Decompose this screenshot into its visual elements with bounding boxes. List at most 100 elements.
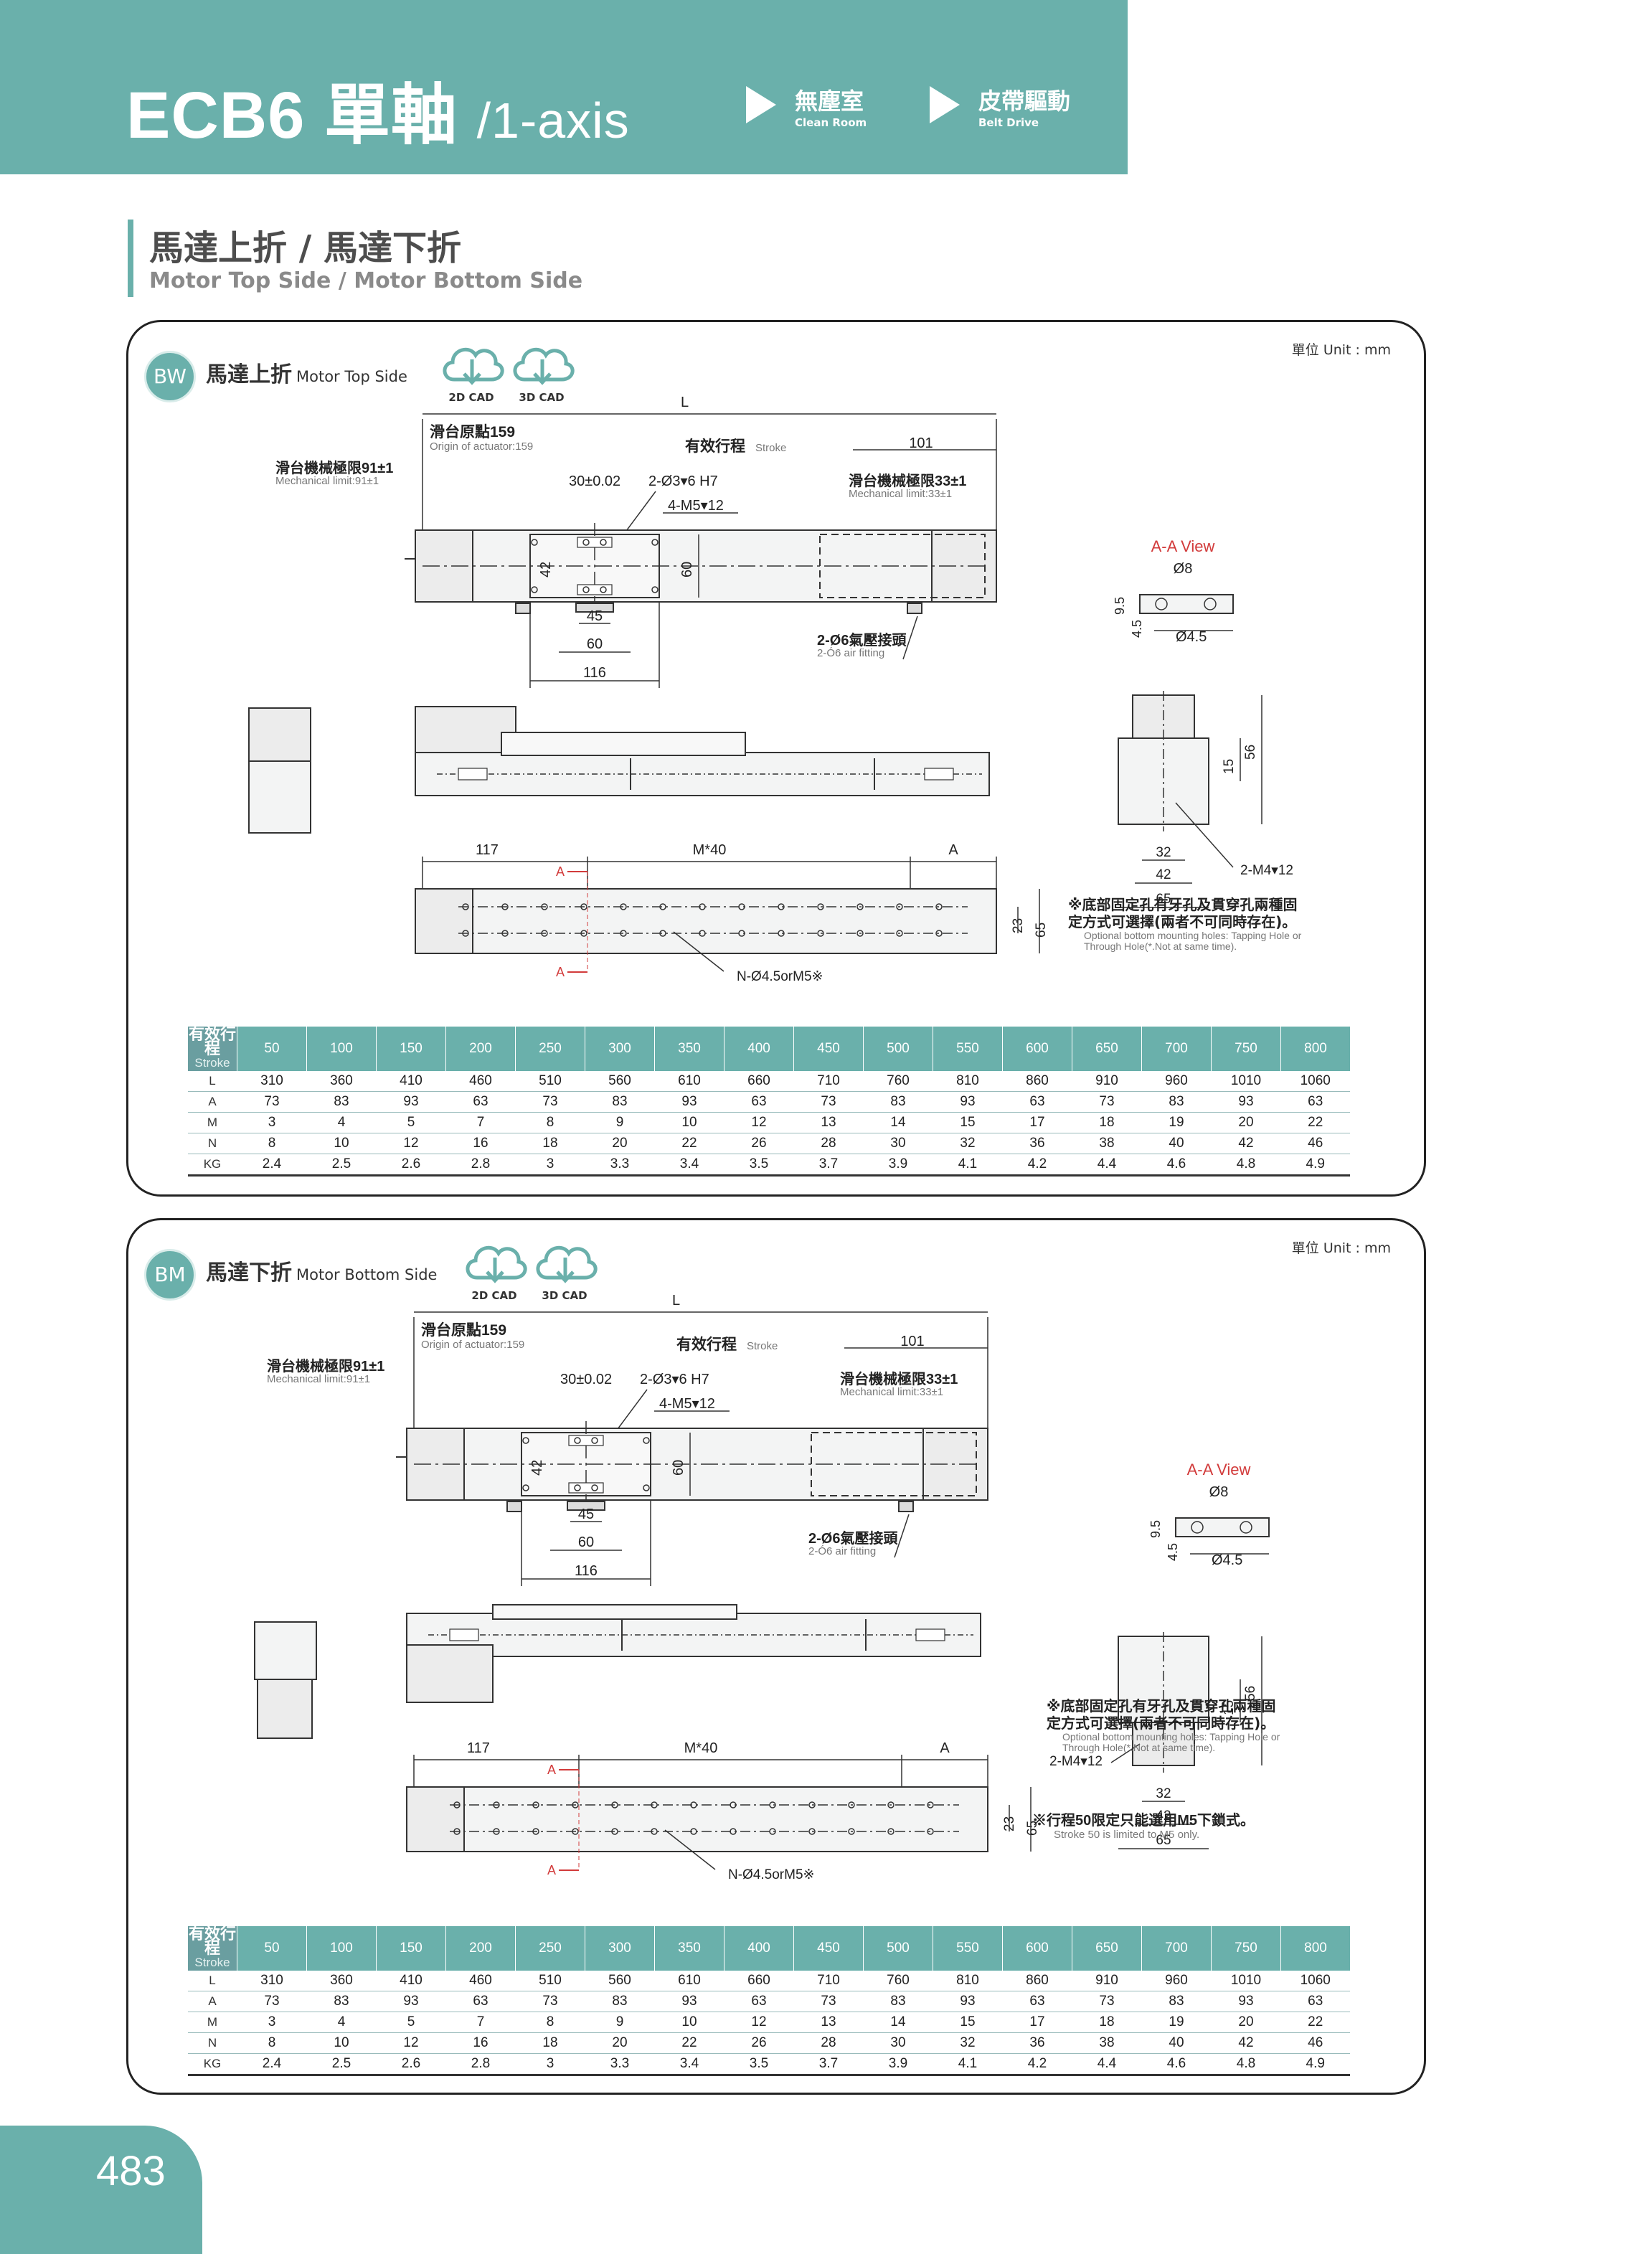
table-cell: 10 xyxy=(654,1112,724,1133)
stroke-column-header: 250 xyxy=(515,1027,585,1071)
dimension-label: 15 xyxy=(1222,759,1237,774)
table-cell: 93 xyxy=(654,1991,724,2012)
dimension-label: 2-Ó6 air fitting xyxy=(817,647,884,659)
table-cell: 4.4 xyxy=(1072,1154,1142,1176)
table-cell: 14 xyxy=(863,1112,933,1133)
table-cell: 2.6 xyxy=(376,1154,446,1176)
table-cell: 610 xyxy=(654,1071,724,1092)
mounting-hole xyxy=(531,539,538,546)
table-cell: 1010 xyxy=(1211,1971,1281,1991)
stroke-column-header: 750 xyxy=(1211,1027,1281,1071)
mounting-note-en: Optional bottom mounting holes: Tapping … xyxy=(1062,1731,1280,1753)
mounting-hole xyxy=(574,1484,581,1491)
mounting-hole xyxy=(730,1801,737,1809)
mounting-hole xyxy=(856,930,864,937)
mounting-hole xyxy=(690,1828,697,1835)
table-cell: 22 xyxy=(1280,1112,1350,1133)
table-cell: 4.2 xyxy=(1002,2053,1072,2076)
cad-download-3d[interactable]: 3D CAD xyxy=(509,336,575,405)
mounting-hole xyxy=(574,1437,581,1444)
row-label: N xyxy=(187,1133,237,1154)
dimension-label: 117 xyxy=(476,842,499,858)
table-cell: 63 xyxy=(445,1991,516,2012)
dimension-line xyxy=(902,616,918,660)
mounting-hole xyxy=(493,1801,500,1809)
mounting-hole xyxy=(659,930,666,937)
mounting-hole xyxy=(1155,598,1168,610)
mounting-hole xyxy=(620,930,627,937)
mounting-hole xyxy=(896,930,903,937)
dimension-label: Stroke xyxy=(755,442,786,454)
table-cell: 4.9 xyxy=(1280,2053,1350,2076)
slider-fitting xyxy=(567,1501,605,1511)
table-cell: 560 xyxy=(585,1071,655,1092)
mounting-hole xyxy=(651,1828,658,1835)
table-cell: 7 xyxy=(445,2012,516,2033)
table-cell: 510 xyxy=(515,1071,585,1092)
air-fitting xyxy=(898,1501,914,1512)
mounting-hole xyxy=(935,903,943,910)
dimension-label: M*40 xyxy=(693,842,727,858)
table-cell: 83 xyxy=(306,1991,377,2012)
cad-download-2d[interactable]: 2D CAD xyxy=(461,1235,527,1303)
dimension-label: 滑台原點159 xyxy=(430,423,515,440)
end-view-body xyxy=(254,1621,317,1680)
dimension-label: 有效行程 xyxy=(685,438,745,455)
table-cell: 20 xyxy=(1211,1112,1281,1133)
table-cell: 4.4 xyxy=(1072,2053,1142,2076)
dimension-label: 42 xyxy=(1156,867,1171,882)
table-cell: 2.4 xyxy=(237,2053,307,2076)
motor-end-bottom xyxy=(415,888,473,954)
table-cell: 19 xyxy=(1141,2012,1212,2033)
dimension-label: 4.5 xyxy=(1166,1543,1180,1561)
table-cell: 18 xyxy=(1072,2012,1142,2033)
table-cell: 4.1 xyxy=(933,1154,1003,1176)
variant-tag: BM xyxy=(144,1249,196,1301)
cad-download-3d[interactable]: 3D CAD xyxy=(532,1235,598,1303)
table-cell: 19 xyxy=(1141,1112,1212,1133)
end-view-body xyxy=(248,760,311,834)
dimension-label: 42 xyxy=(538,562,554,577)
mounting-hole xyxy=(501,903,509,910)
mounting-hole xyxy=(522,1484,529,1491)
dimension-label: 滑台機械極限91±1 xyxy=(275,459,393,476)
dimension-line xyxy=(673,931,724,972)
dimension-label: 45 xyxy=(587,608,603,624)
table-cell: 910 xyxy=(1072,1071,1142,1092)
table-cell: 4.2 xyxy=(1002,1154,1072,1176)
dimension-label: 2-Ø6氣壓接頭 xyxy=(817,631,907,649)
mounting-hole xyxy=(600,586,607,593)
dimension-label: 30±0.02 xyxy=(560,1372,612,1387)
table-cell: 73 xyxy=(515,1991,585,2012)
table-cell: 63 xyxy=(445,1091,516,1113)
mounting-hole xyxy=(808,1828,816,1835)
table-cell: 93 xyxy=(933,1991,1003,2012)
table-cell: 83 xyxy=(863,1991,933,2012)
mounting-hole xyxy=(531,586,538,593)
cad-download-2d[interactable]: 2D CAD xyxy=(438,336,504,405)
table-cell: 17 xyxy=(1002,1112,1072,1133)
dimension-label: 101 xyxy=(900,1334,924,1349)
play-arrow-icon xyxy=(746,86,776,123)
dimension-label: 滑台機械極限91±1 xyxy=(267,1357,384,1374)
table-cell: 3.5 xyxy=(724,1154,794,1176)
variant-tag: BW xyxy=(144,351,196,402)
dimension-label: 2-M4▾12 xyxy=(1240,863,1293,878)
stroke-column-header: 700 xyxy=(1141,1027,1212,1071)
table-cell: 28 xyxy=(793,1133,864,1154)
mounting-hole xyxy=(651,586,659,593)
mounting-hole xyxy=(1240,1521,1252,1534)
mounting-hole xyxy=(730,1828,737,1835)
stroke-column-header: 550 xyxy=(933,1027,1003,1071)
table-cell: 26 xyxy=(724,2032,794,2054)
tapped-hole-pair xyxy=(568,1435,604,1446)
section-marker: A xyxy=(547,1863,556,1877)
table-cell: 83 xyxy=(306,1091,377,1113)
